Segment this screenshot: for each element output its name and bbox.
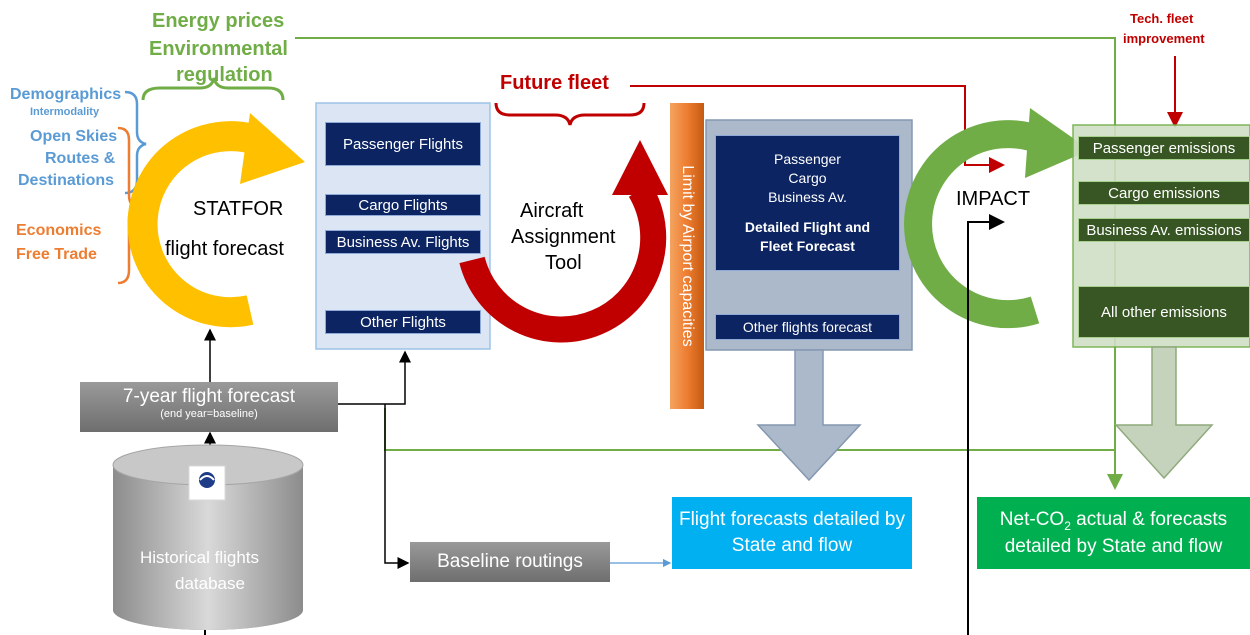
impact-label: IMPACT [956,188,1031,210]
detailed-bold-1: Detailed Flight and [744,219,871,236]
emissions-down-arrow [1114,346,1214,480]
other-flights-forecast-box: Other flights forecast [715,314,900,340]
tech-fleet-label-2: improvement [1123,31,1205,46]
aat-cycle-arrow [459,140,668,343]
driver-brace-green [141,77,285,101]
seven-year-to-flights-arrow [338,350,411,405]
destinations-label: Destinations [18,172,115,189]
aat-line-3: Tool [545,252,582,274]
flight-forecasts-box: Flight forecasts detailed by State and f… [672,497,912,569]
statfor-cycle-arrow [127,113,305,328]
other-emissions-label: All other emissions [1101,303,1227,321]
intermodality-label: Intermodality [30,106,100,118]
business-emissions-box: Business Av. emissions [1078,218,1250,242]
seven-year-title: 7-year flight forecast [122,386,296,407]
other-flights-box: Other Flights [325,310,481,334]
routes-label: Routes & [45,150,116,167]
environmental-label: Environmental [149,38,288,60]
baseline-routings-box: Baseline routings [410,542,610,582]
baseline-routings-label: Baseline routings [437,551,583,572]
detailed-passenger: Passenger [774,150,841,167]
net-co2-line-1: Net-CO2 actual & forecasts [999,508,1228,533]
business-flights-label: Business Av. Flights [336,233,470,251]
passenger-flights-label: Passenger Flights [342,135,464,153]
regulation-label: regulation [176,64,273,86]
business-emissions-label: Business Av. emissions [1086,221,1242,239]
net-co2-line-2: detailed by State and flow [1004,535,1223,557]
other-flights-label: Other Flights [360,313,446,331]
statfor-subtitle: flight forecast [165,238,284,260]
future-fleet-brace [494,102,646,126]
demographics-label: Demographics [10,86,122,103]
statfor-title: STATFOR [193,198,284,220]
seven-year-forecast-box: 7-year flight forecast (end year=baselin… [80,382,338,432]
impact-vertical-line [967,214,1005,635]
detailed-forecast-box: Passenger Cargo Business Av. Detailed Fl… [715,135,900,271]
impact-cycle-arrow [904,108,1090,329]
other-flights-forecast-label: Other flights forecast [742,319,873,335]
cargo-flights-label: Cargo Flights [358,196,448,214]
passenger-emissions-label: Passenger emissions [1092,139,1236,157]
tech-fleet-label: Tech. fleet [1130,11,1194,26]
other-emissions-box: All other emissions [1078,286,1250,338]
aat-line-1: Aircraft [520,200,584,222]
passenger-emissions-box: Passenger emissions [1078,136,1250,160]
free-trade-label: Free Trade [16,246,97,263]
cargo-flights-box: Cargo Flights [325,194,481,216]
flight-forecasts-line-2: State and flow [731,535,853,556]
flight-forecasts-line-1: Flight forecasts detailed by [678,509,905,531]
database-line-2: database [175,574,245,593]
aat-line-2: Assignment [511,226,616,248]
future-fleet-label: Future fleet [500,72,609,94]
detailed-bold-2: Fleet Forecast [760,238,855,255]
detailed-forecast-down-arrow [756,349,862,482]
airport-limit-label: Limit by Airport capacities [679,165,697,347]
passenger-flights-box: Passenger Flights [325,122,481,166]
future-fleet-connector [630,85,1005,173]
business-flights-box: Business Av. Flights [325,230,481,254]
cargo-emissions-box: Cargo emissions [1078,181,1250,205]
economics-label: Economics [16,222,102,239]
open-skies-label: Open Skies [30,128,118,145]
detailed-business: Business Av. [768,188,847,205]
seven-year-to-baseline-arrow [384,404,410,569]
energy-prices-label: Energy prices [152,10,285,32]
airport-limit-bar [670,103,704,409]
seven-year-subtitle: (end year=baseline) [160,408,258,420]
eurocontrol-logo [188,465,226,501]
cargo-emissions-label: Cargo emissions [1108,184,1220,202]
database-line-1: Historical flights [140,548,260,567]
net-co2-box: Net-CO2 actual & forecasts detailed by S… [977,497,1250,569]
detailed-cargo: Cargo [788,169,827,186]
